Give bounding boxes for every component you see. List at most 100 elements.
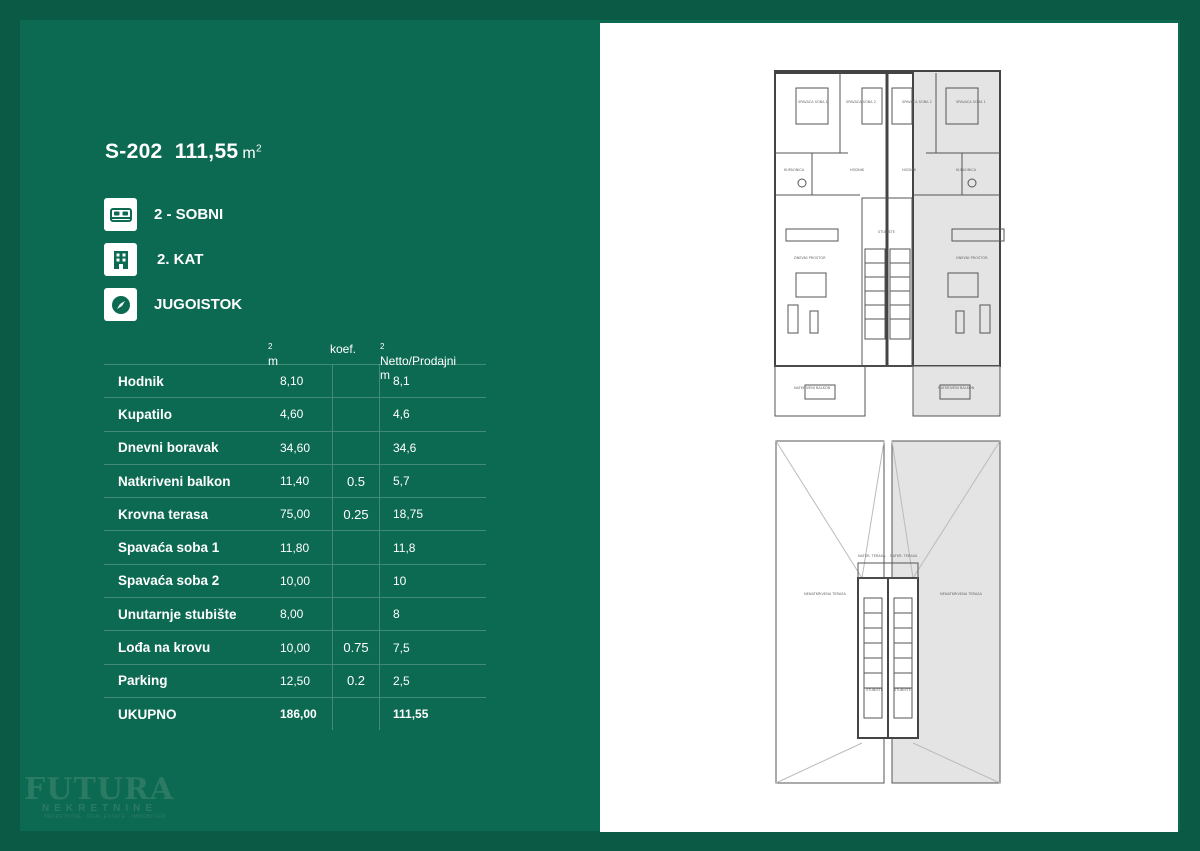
company-logo: FUTURA NEKRETNINE NEKRETNINE · REAL ESTA…: [24, 772, 174, 820]
row-netto: 5,7: [379, 463, 486, 498]
row-netto: 8: [379, 597, 486, 631]
plan-labels: SPAVAĆA SOBA 1 SPAVAĆA SOBA 2 SPAVAĆA SO…: [784, 99, 988, 692]
row-m2: 11,80: [271, 530, 333, 565]
plan-label-covered-terrace-right: NATKR. TERASA: [890, 554, 918, 558]
row-koef: 0.2: [332, 663, 380, 698]
plan-label-balcony-left: NATKRIVENI BALKON: [794, 386, 831, 390]
upper-floor-plan: [774, 70, 1005, 367]
row-m2: 8,00: [271, 597, 333, 631]
row-name: Dnevni boravak: [104, 430, 271, 465]
row-netto: 34,6: [379, 430, 486, 465]
plan-label-stairs: STUBIŠTE: [878, 229, 895, 234]
plan-label-bed1-right: SPAVAĆA SOBA 1: [956, 99, 986, 104]
plan-label-roof-right: NENATKRIVENA TERASA: [940, 592, 983, 596]
feature-rooms: 2 - SOBNI: [104, 198, 223, 231]
compass-icon: [104, 288, 137, 321]
plan-label-bed2-left: SPAVAĆA SOBA 2: [846, 99, 876, 104]
row-name: Spavaća soba 1: [104, 530, 271, 565]
row-netto: 8,1: [379, 363, 486, 398]
row-koef: [332, 696, 380, 731]
feature-floor: 2. KAT: [104, 243, 203, 276]
row-koef: [332, 363, 380, 398]
logo-brand: FUTURA: [24, 772, 175, 807]
plan-label-hall-left: HODNIK: [850, 168, 865, 172]
row-koef: 0.75: [332, 630, 380, 665]
plan-label-balcony-right: NATKRIVENI BALKON: [938, 386, 975, 390]
row-m2: 75,00: [271, 497, 333, 531]
row-m2: 186,00: [271, 696, 333, 731]
row-name: Hodnik: [104, 363, 271, 398]
plan-label-hall-right: HODNIK: [902, 168, 917, 172]
roof-plan: [775, 440, 1001, 784]
logo-tagline: NEKRETNINE · REAL ESTATE · IMMOBILIEN: [44, 814, 167, 820]
row-name: Unutarnje stubište: [104, 597, 271, 631]
row-netto: 18,75: [379, 497, 486, 531]
plan-label-living-right: DNEVNI PROSTOR: [956, 256, 988, 260]
row-netto: 7,5: [379, 630, 486, 665]
plan-label-roof-left: NENATKRIVENA TERASA: [804, 592, 847, 596]
row-koef: [332, 597, 380, 631]
row-m2: 10,00: [271, 630, 333, 665]
row-name: Lođa na krovu: [104, 630, 271, 665]
plan-label-covered-terrace-left: NATKR. TERASA: [858, 554, 886, 558]
row-netto: 111,55: [379, 696, 486, 731]
plan-label-bed2-right: SPAVAĆA SOBA 2: [902, 99, 932, 104]
row-name: Natkriveni balkon: [104, 463, 271, 498]
feature-rooms-label: 2 - SOBNI: [154, 206, 224, 223]
plan-label-stairs-roof-right: STUBIŠTE: [894, 687, 911, 692]
plan-label-stairs-roof-left: STUBIŠTE: [866, 687, 883, 692]
feature-orientation: JUGOISTOK: [104, 288, 242, 321]
row-koef: 0.25: [332, 497, 380, 531]
unit-area: 111,55: [174, 140, 239, 163]
plan-label-living-left: DNEVNI PROSTOR: [794, 256, 826, 260]
row-m2: 8,10: [271, 363, 333, 398]
row-netto: 4,6: [379, 397, 486, 432]
row-koef: [332, 430, 380, 465]
row-koef: 0.5: [332, 463, 380, 498]
row-m2: 10,00: [271, 563, 333, 598]
row-koef: [332, 397, 380, 432]
header-koef: koef.: [330, 342, 357, 356]
row-netto: 2,5: [379, 663, 486, 698]
row-name: Kupatilo: [104, 397, 271, 432]
logo-subtitle: NEKRETNINE: [42, 803, 158, 814]
feature-orientation-label: JUGOISTOK: [154, 296, 243, 313]
bed-icon: [104, 198, 137, 231]
row-netto: 10: [379, 563, 486, 598]
balcony-plan: [774, 365, 1001, 417]
row-m2: 12,50: [271, 663, 333, 698]
row-netto: 11,8: [379, 530, 486, 565]
plan-label-bath-left: KUPAONICA: [784, 168, 805, 172]
row-m2: 11,40: [271, 463, 333, 498]
row-m2: 4,60: [271, 397, 333, 432]
feature-floor-label: 2. KAT: [157, 251, 204, 268]
area-unit: m2: [242, 143, 262, 162]
row-name: Spavaća soba 2: [104, 563, 271, 598]
building-icon: [104, 243, 137, 276]
row-name: UKUPNO: [104, 696, 271, 731]
plan-label-bath-right: KUPAONICA: [956, 168, 977, 172]
row-koef: [332, 530, 380, 565]
unit-code: S-202: [105, 140, 163, 163]
row-name: Parking: [104, 663, 271, 698]
row-name: Krovna terasa: [104, 497, 271, 531]
row-m2: 34,60: [271, 430, 333, 465]
plan-label-bed1: SPAVAĆA SOBA 1: [798, 99, 828, 104]
